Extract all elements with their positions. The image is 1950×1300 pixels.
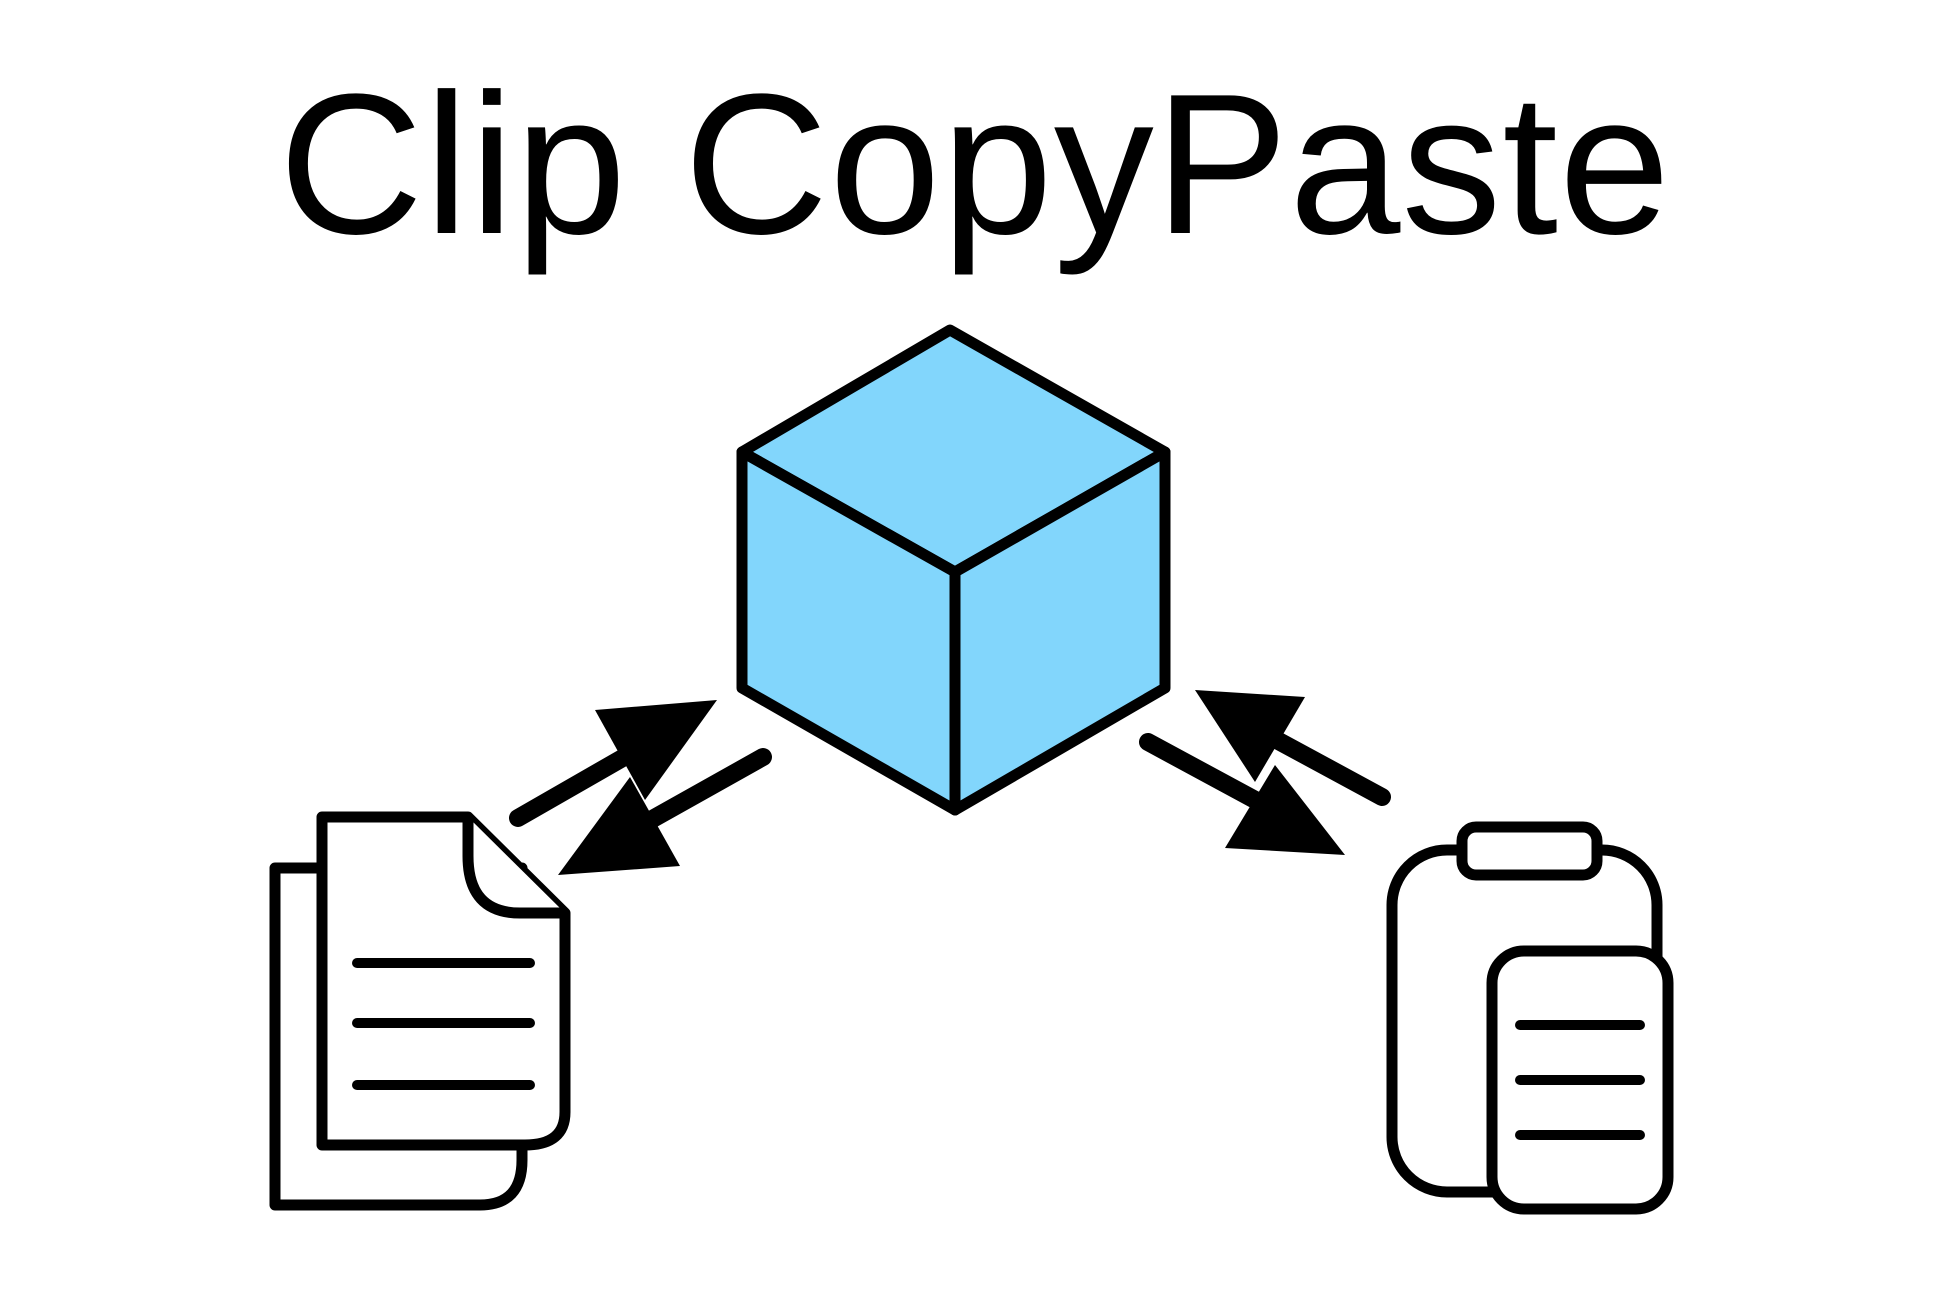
arrow-to-documents-icon	[558, 748, 772, 875]
documents-icon	[269, 811, 571, 1211]
front-document	[316, 811, 571, 1151]
cube-icon	[736, 324, 1171, 816]
clipboard-icon	[1386, 821, 1674, 1215]
arrow-to-clipboard-icon	[1139, 733, 1345, 855]
clipboard-clip	[1456, 821, 1603, 881]
right-sync-arrows	[1139, 690, 1391, 855]
arrow-to-cube-icon	[509, 700, 717, 827]
left-sync-arrows	[509, 700, 772, 875]
app-title: Clip CopyPaste	[278, 53, 1672, 276]
arrow-from-clipboard-icon	[1195, 690, 1391, 806]
document-fold	[462, 817, 565, 919]
cube-right-face	[949, 446, 1171, 816]
